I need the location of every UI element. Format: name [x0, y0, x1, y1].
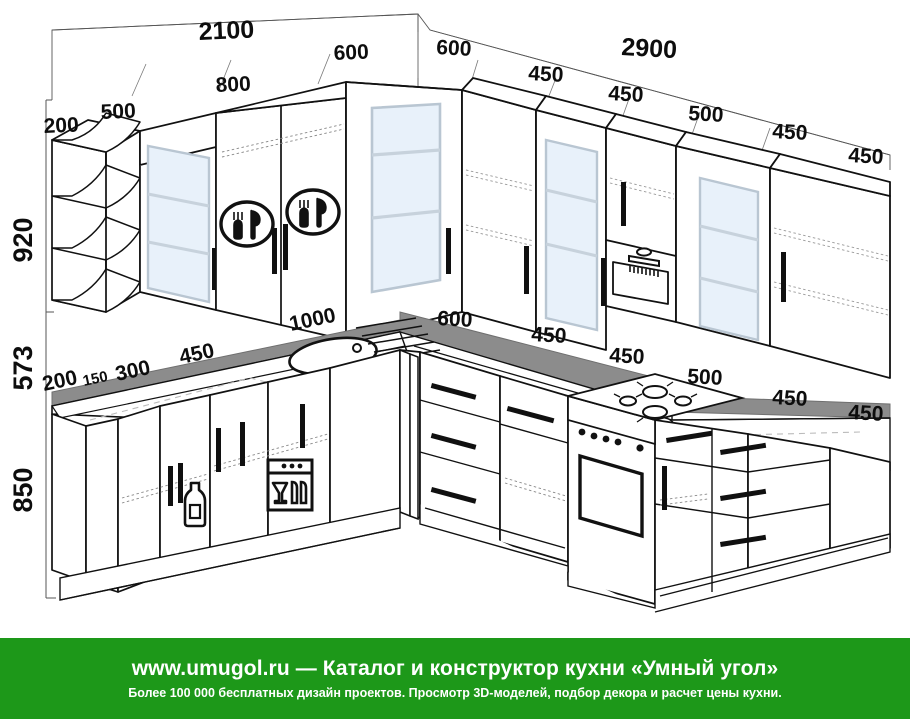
dim-2900: 2900: [621, 33, 678, 64]
dim-800-top: 800: [215, 72, 251, 97]
dim-450-top-a: 450: [528, 62, 564, 87]
banner-subline: Более 100 000 бесплатных дизайн проектов…: [128, 686, 782, 700]
handle[interactable]: [621, 182, 626, 226]
dim-850: 850: [8, 467, 38, 512]
kitchen-isometric-drawing: 2100 2900 200 500 800 600 600 450 450 50…: [8, 13, 891, 613]
dim-500-top-b: 500: [688, 102, 724, 127]
handle: [283, 224, 288, 270]
upper-cabinet-glass-500[interactable]: [146, 144, 217, 304]
dim-450-top-d: 450: [848, 144, 884, 169]
banner-title: Каталог и конструктор кухни «Умный угол»: [322, 657, 779, 680]
banner-dash: —: [295, 657, 317, 680]
dim-600-counter: 600: [437, 307, 473, 332]
handle: [601, 258, 606, 306]
lower-handles[interactable]: [168, 404, 305, 506]
dim-920: 920: [8, 217, 38, 262]
cooker-icon[interactable]: [564, 373, 746, 539]
dim-450-counter-e: 450: [848, 401, 884, 426]
handle: [272, 228, 277, 274]
dim-500-counter: 500: [687, 365, 723, 390]
upper-cabinet-glass-450a[interactable]: [544, 138, 606, 332]
drawer-handles[interactable]: [430, 383, 767, 547]
promo-banner[interactable]: www.umugol.ru — Каталог и конструктор ку…: [0, 638, 910, 719]
corner-glass-cabinet-600[interactable]: [370, 102, 451, 294]
handle: [212, 248, 217, 290]
banner-headline: www.umugol.ru — Каталог и конструктор ку…: [132, 657, 779, 681]
handle[interactable]: [781, 252, 786, 302]
dim-450-counter-c: 450: [609, 344, 645, 369]
site-url[interactable]: www.umugol.ru: [131, 657, 290, 680]
dim-450-top-c: 450: [772, 120, 808, 145]
dish-rack-doors[interactable]: [219, 188, 341, 274]
dim-600-top-a: 600: [333, 40, 369, 65]
dim-573: 573: [8, 345, 38, 390]
dim-450-counter-d: 450: [772, 386, 808, 411]
dim-600-top-b: 600: [436, 36, 472, 61]
dim-450-top-b: 450: [608, 82, 644, 107]
dim-500-top: 500: [100, 99, 136, 124]
handle[interactable]: [524, 246, 529, 294]
range-hood-icon: [628, 247, 660, 277]
handle: [446, 228, 451, 274]
dim-2100: 2100: [198, 15, 255, 45]
dim-150-counter: 150: [81, 368, 109, 390]
dim-200-top: 200: [43, 113, 79, 138]
dim-450-counter-b: 450: [531, 323, 567, 348]
